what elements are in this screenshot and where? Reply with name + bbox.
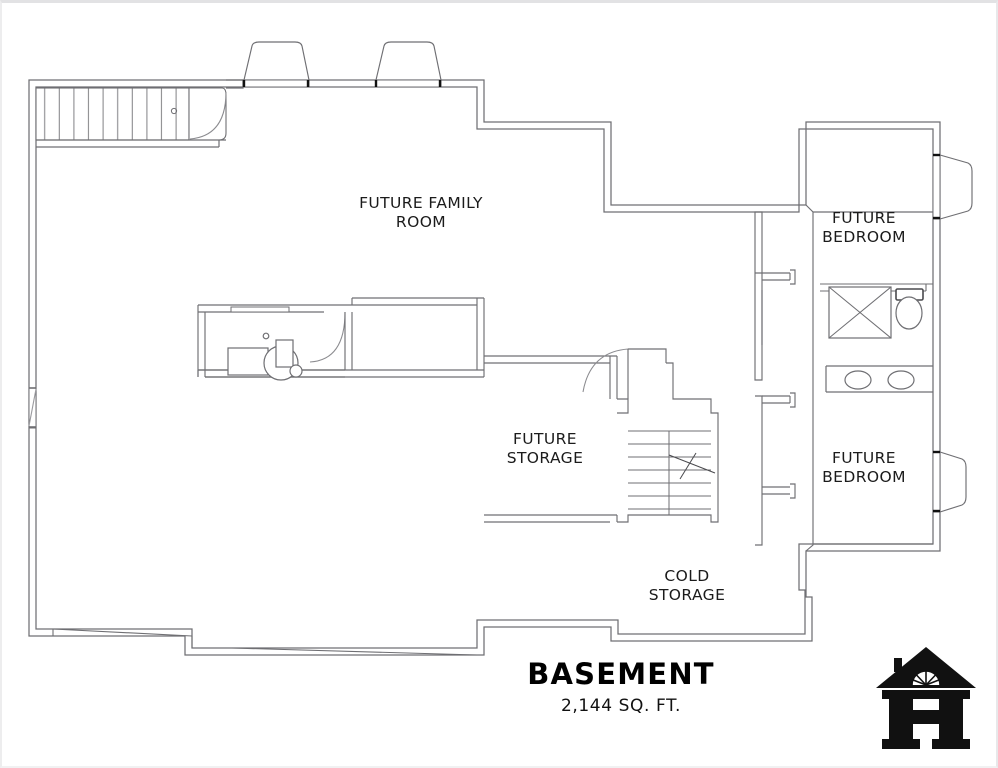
storage-walls (484, 514, 617, 523)
envelope-inner (35, 86, 934, 649)
mechanical-equipment (227, 332, 303, 381)
square-footage: 2,144 SQ. FT. (560, 696, 682, 716)
window-well-3 (939, 154, 973, 220)
utility-panel (275, 339, 294, 368)
sink-left (844, 370, 872, 390)
window-well-1 (243, 41, 310, 81)
ceiling-point (262, 332, 270, 340)
window-left (28, 387, 37, 429)
bedroom-wing-wall (754, 211, 763, 381)
stair-enclosure (617, 398, 629, 414)
staircase (628, 430, 711, 515)
stair-break-arrow (668, 452, 716, 480)
window-wells-right (939, 154, 973, 513)
page-title: BASEMENT (527, 657, 715, 691)
floor-drain (170, 107, 178, 115)
door-swing-entry (189, 91, 227, 140)
door-swing-stair (582, 348, 629, 393)
room-label-future-family-room: FUTURE FAMILY ROOM (359, 194, 483, 231)
toilet-fixture (895, 288, 924, 330)
shower-fixture (828, 286, 892, 339)
house-h-monogram-logo (876, 647, 976, 749)
window-well-4 (939, 451, 967, 513)
room-label-cold-storage: COLD STORAGE (648, 567, 726, 604)
bathroom (820, 283, 933, 393)
sink-right (887, 370, 915, 390)
windows-right (932, 153, 941, 513)
interior-walls (197, 204, 933, 552)
window-well-2 (375, 41, 442, 81)
furnace-unit (227, 347, 269, 376)
title-block: BASEMENT 2,144 SQ. FT. (476, 657, 766, 716)
window-wells-top (243, 41, 442, 81)
envelope-outer (28, 79, 941, 656)
vanity-fixture (825, 365, 933, 393)
room-label-future-bedroom-upper: FUTURE BEDROOM (822, 209, 906, 246)
patio-step-detail (52, 628, 478, 656)
room-label-future-bedroom-lower: FUTURE BEDROOM (822, 449, 906, 486)
cleanout-small (289, 364, 303, 378)
room-label-future-storage: FUTURE STORAGE (506, 430, 584, 467)
exterior-walls (28, 79, 941, 656)
door-swing-mech (309, 311, 346, 363)
windows-top (242, 79, 442, 88)
slab-hatch-area (35, 79, 244, 148)
